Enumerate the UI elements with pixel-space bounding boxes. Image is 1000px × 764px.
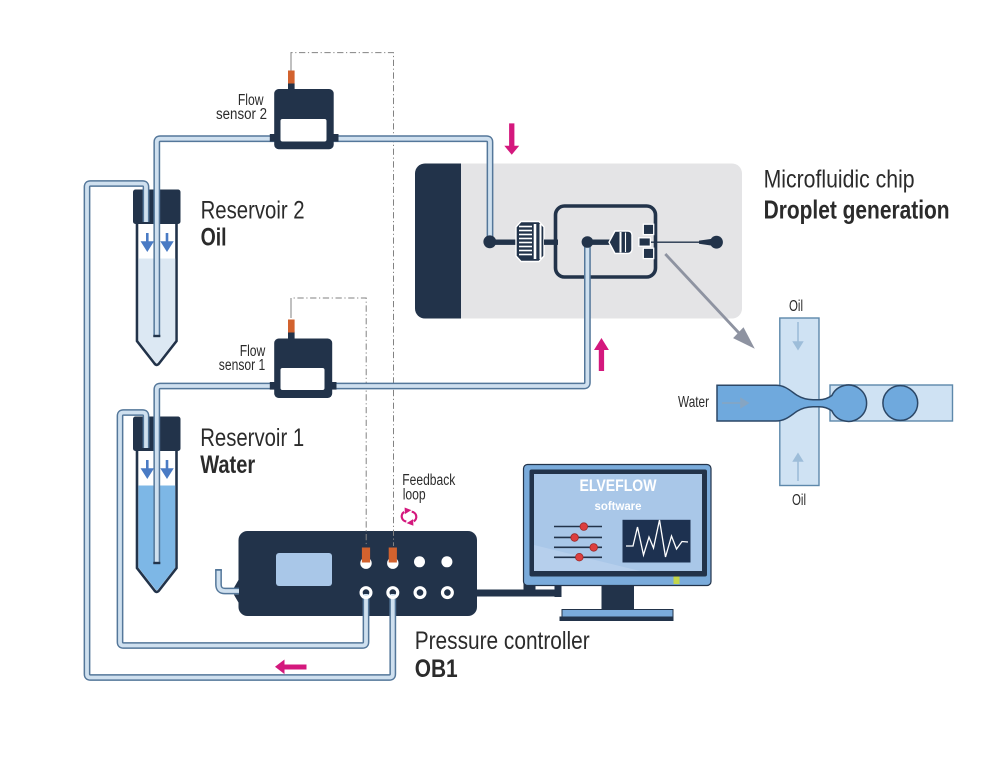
svg-text:Flow: Flow (238, 92, 264, 109)
svg-text:Water: Water (678, 394, 709, 411)
svg-text:Reservoir 1: Reservoir 1 (200, 424, 304, 452)
svg-text:Oil: Oil (789, 298, 803, 315)
svg-text:Droplet generation: Droplet generation (764, 194, 950, 224)
svg-text:loop: loop (403, 487, 426, 504)
svg-text:sensor 2: sensor 2 (216, 106, 267, 123)
svg-text:ELVEFLOW: ELVEFLOW (580, 476, 658, 495)
svg-text:Flow: Flow (240, 343, 266, 360)
svg-text:Feedback: Feedback (402, 472, 455, 489)
svg-text:software: software (595, 499, 642, 513)
svg-text:Reservoir 2: Reservoir 2 (201, 197, 305, 225)
svg-text:Water: Water (200, 451, 255, 479)
svg-text:sensor 1: sensor 1 (219, 357, 266, 374)
svg-text:Microfluidic chip: Microfluidic chip (764, 166, 915, 194)
svg-text:OB1: OB1 (415, 655, 458, 683)
svg-text:Oil: Oil (792, 492, 806, 509)
svg-text:Pressure controller: Pressure controller (415, 627, 590, 655)
svg-text:Oil: Oil (201, 224, 227, 252)
